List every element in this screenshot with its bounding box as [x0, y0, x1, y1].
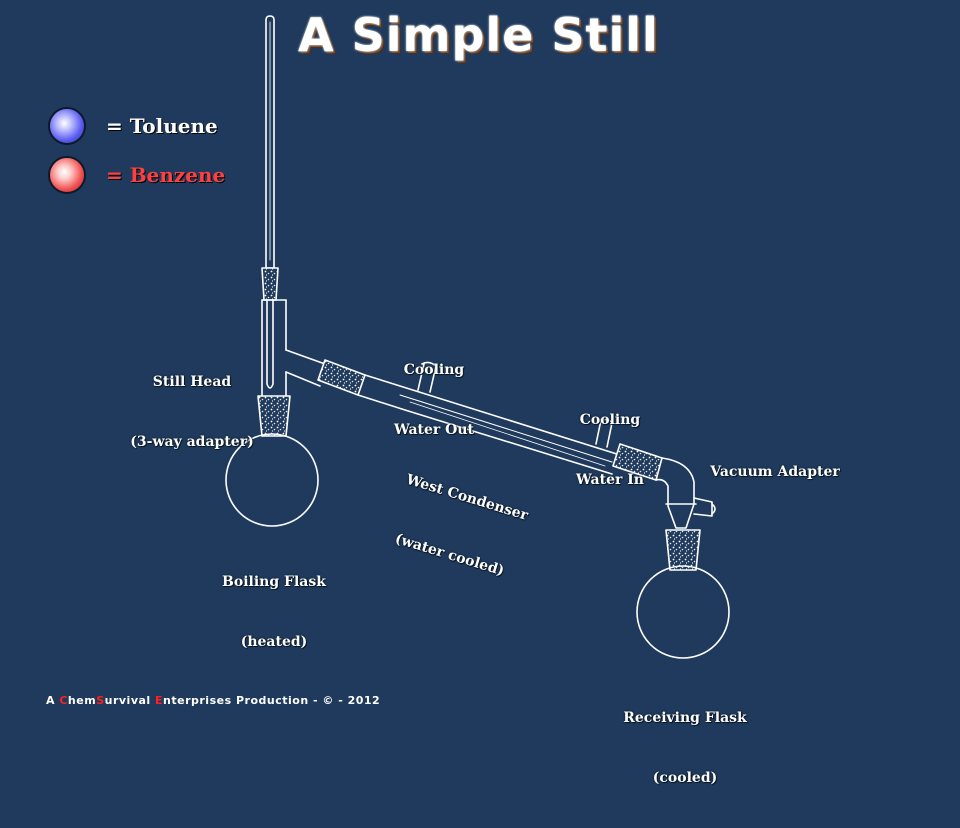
label-cooling-out-line1: Cooling: [403, 362, 465, 378]
boiling-flask: [225, 433, 319, 527]
benzene-ball-icon: [48, 156, 86, 194]
receiving-flask-joint: [665, 529, 701, 571]
label-condenser-line2: (water cooled): [393, 530, 507, 580]
footer-rest: nterprises Production - © - 2012: [163, 694, 381, 707]
label-cooling-water-out: Cooling Water Out: [384, 320, 484, 480]
label-boiling-flask-line2: (heated): [240, 634, 308, 650]
label-vacuum-adapter: Vacuum Adapter: [710, 464, 840, 480]
cooling-water-out-port: [417, 361, 437, 393]
cooling-water-in-port: [595, 418, 614, 448]
label-receiving-flask: Receiving Flask (cooled): [612, 668, 758, 828]
footer-prefix: A: [46, 694, 60, 707]
label-still-head-line2: (3-way adapter): [130, 434, 254, 450]
still-head: [261, 299, 287, 397]
label-receiving-flask-line1: Receiving Flask: [623, 710, 747, 726]
condenser-joint-left: [317, 359, 366, 396]
footer-urvival: urvival: [104, 694, 156, 707]
label-condenser-line1: West Condenser: [404, 471, 530, 524]
legend-benzene-label: = Benzene: [106, 163, 226, 187]
legend-toluene: = Toluene: [48, 106, 218, 146]
west-condenser: [357, 374, 621, 475]
label-boiling-flask: Boiling Flask (heated): [208, 532, 340, 692]
label-cooling-in-line1: Cooling: [579, 412, 641, 428]
label-boiling-flask-line1: Boiling Flask: [222, 574, 326, 590]
label-receiving-flask-line2: (cooled): [652, 770, 718, 786]
receiving-flask: [636, 565, 730, 659]
page-title: A Simple Still: [298, 8, 659, 62]
footer-s: S: [96, 694, 105, 707]
footer-c: C: [59, 694, 68, 707]
footer-hem: hem: [67, 694, 97, 707]
apparatus-drawing: [225, 15, 730, 659]
thermometer-adapter: [261, 267, 279, 301]
label-cooling-water-in: Cooling Water In: [560, 370, 660, 530]
label-cooling-out-line2: Water Out: [393, 422, 475, 438]
footer-e: E: [155, 694, 164, 707]
legend-toluene-label: = Toluene: [106, 114, 218, 138]
legend-benzene: = Benzene: [48, 155, 225, 195]
simple-still-diagram: A Simple Still = Toluene = Benzene: [46, 8, 840, 786]
footer-credit: A ChemSurvival Enterprises Production - …: [46, 694, 380, 707]
thermometer: [265, 15, 275, 389]
toluene-ball-icon: [48, 107, 86, 145]
label-cooling-in-line2: Water In: [576, 472, 644, 488]
label-still-head: Still Head (3-way adapter): [118, 332, 266, 492]
vacuum-adapter: [655, 457, 695, 529]
label-still-head-line1: Still Head: [152, 374, 232, 390]
